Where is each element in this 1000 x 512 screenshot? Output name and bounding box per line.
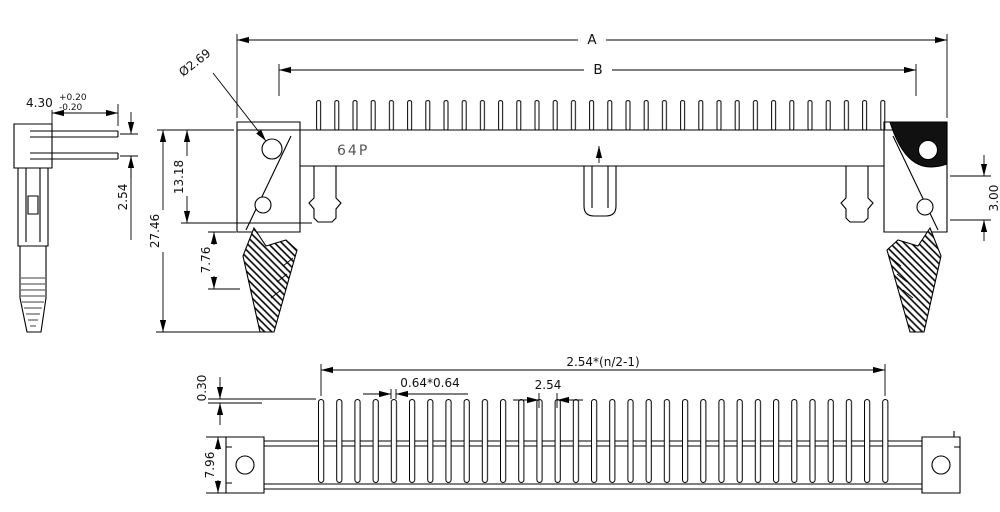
pin-row-top [316, 100, 887, 130]
dim-13-18-label: 13.18 [172, 160, 186, 194]
plan-right-hole [931, 455, 951, 475]
plan-left-cap [225, 436, 265, 494]
side-foot-outline [19, 245, 47, 333]
bottom-view-dimensions [206, 364, 886, 494]
dim-0-30-extension-lines [208, 398, 316, 404]
bottom-view [225, 399, 961, 494]
dim-0-64-extension-lines [390, 389, 397, 399]
front-right-peg [840, 166, 874, 223]
dim-2-54-extension-lines [120, 133, 138, 157]
front-left-foot [242, 226, 298, 333]
side-pin-length-label: 4.30 [26, 96, 53, 110]
front-left-peg [308, 166, 342, 223]
front-left-block [236, 121, 301, 233]
dim-13-18-extension-lines [157, 129, 312, 224]
side-foot-serrations [21, 277, 45, 327]
side-body-outline [17, 167, 49, 247]
side-view [13, 123, 119, 333]
side-tolerance-minus-label: -0.20 [59, 103, 83, 113]
dim-27-46-label: 27.46 [148, 214, 162, 248]
front-left-foot-steps [270, 257, 294, 299]
dim-hole-leader [212, 72, 267, 142]
pin-span-formula-label: 2.54*(n/2-1) [566, 355, 639, 369]
dim-b-label: B [593, 62, 602, 78]
plan-left-hole [235, 455, 255, 475]
front-left-lever-edge [245, 135, 292, 231]
pin-pitch-label: 2.54 [535, 378, 562, 392]
side-row-pitch-label: 2.54 [116, 184, 130, 211]
front-right-lever-edge [892, 135, 939, 231]
dim-3-00-extension-lines [950, 175, 991, 221]
dim-7-76-label: 7.76 [199, 247, 213, 274]
front-view [236, 100, 948, 333]
side-head-outline [13, 123, 53, 169]
front-right-foot-steps [890, 257, 914, 299]
pin-row-plan [318, 399, 889, 483]
side-pin-prongs [30, 130, 119, 160]
dim-7-96-label: 7.96 [203, 452, 217, 479]
side-view-dimensions [51, 104, 138, 240]
front-right-pivot [916, 198, 934, 216]
front-center-key [583, 166, 617, 217]
front-left-hole [261, 138, 283, 160]
pin-cross-section-label: 0.64*0.64 [400, 376, 459, 390]
dimension-labels: A B Ø2.69 64P 13.18 27.46 7.76 3.00 4.30… [26, 32, 1000, 478]
side-tolerance-plus-label: +0.20 [59, 93, 87, 103]
hole-diameter-label: Ø2.69 [176, 46, 213, 79]
dim-a-label: A [587, 32, 597, 48]
front-right-hole [917, 139, 939, 161]
front-left-pivot [254, 196, 272, 214]
dim-3-00-label: 3.00 [987, 185, 1000, 212]
front-right-wedge [889, 121, 948, 168]
front-view-dimensions [156, 34, 991, 333]
front-right-foot [886, 226, 942, 333]
part-number-label: 64P [337, 143, 369, 159]
plan-right-cap [921, 431, 961, 494]
dim-0-30-label: 0.30 [195, 375, 209, 402]
